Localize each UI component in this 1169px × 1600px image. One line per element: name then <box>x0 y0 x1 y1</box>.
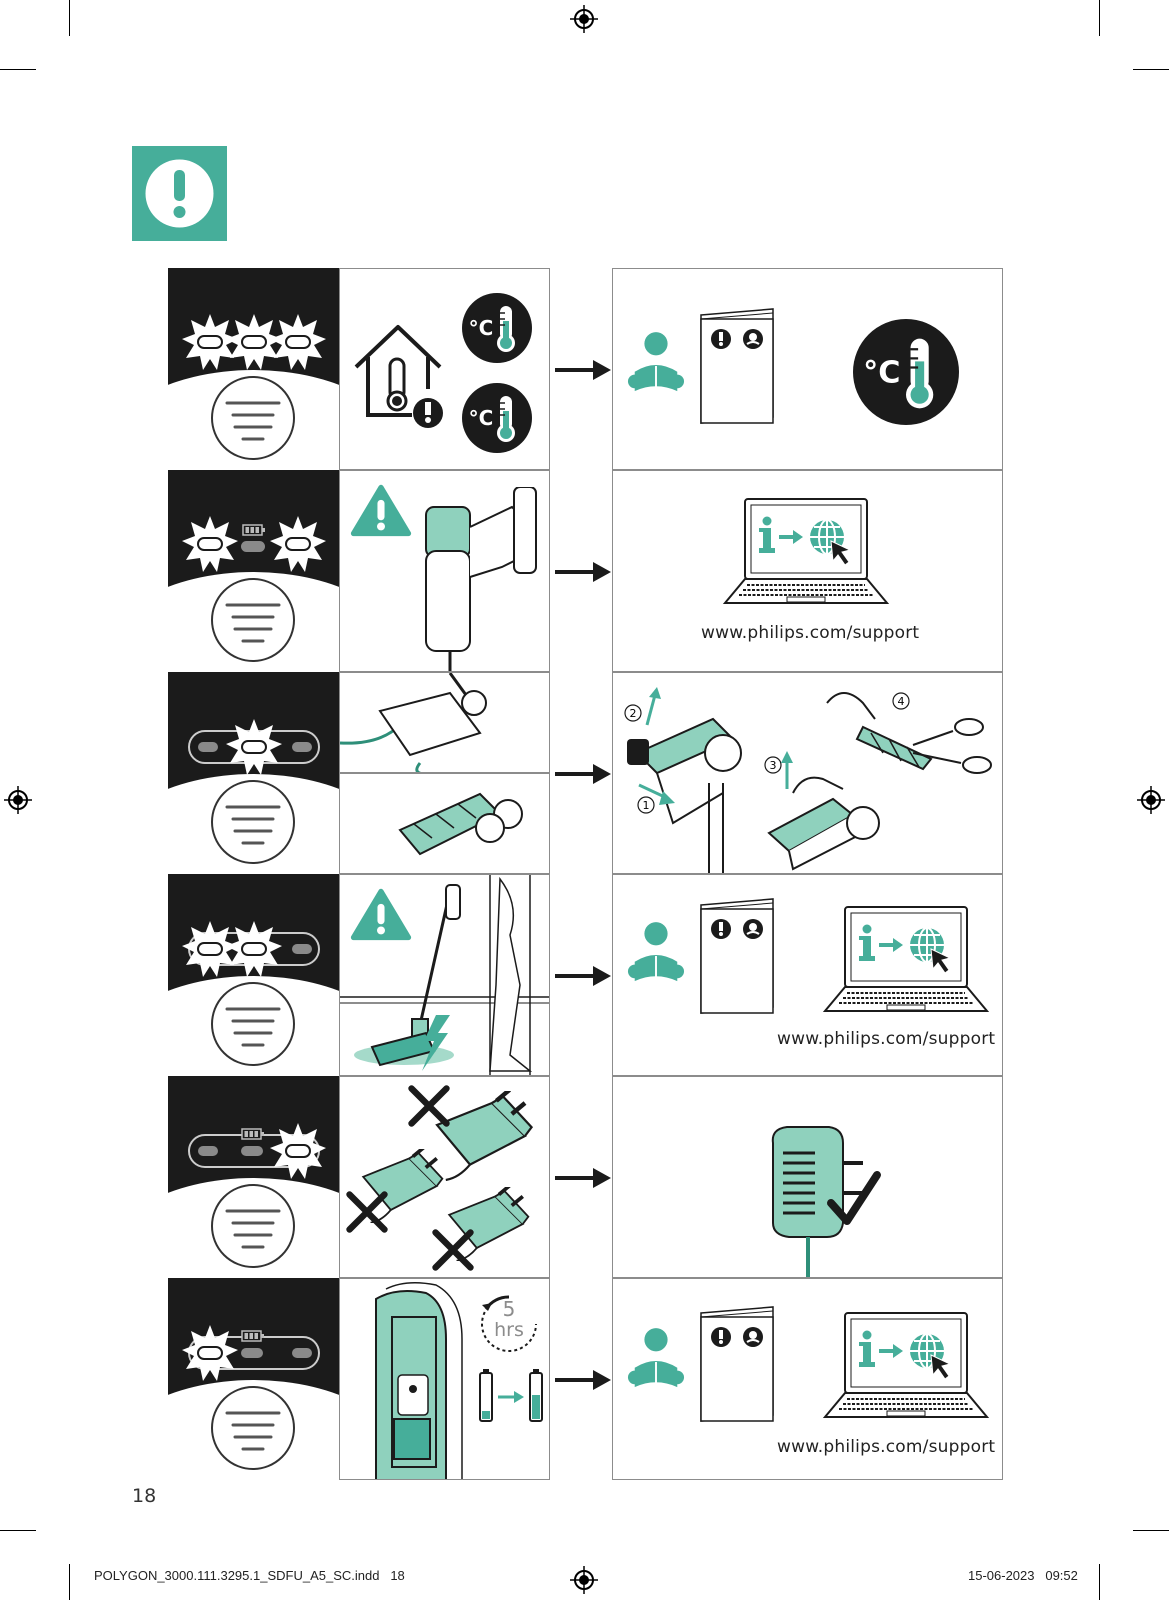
crop-mark <box>0 1530 36 1531</box>
svg-text:1: 1 <box>643 799 650 812</box>
svg-text:3: 3 <box>770 759 777 772</box>
footer-file-page: 18 <box>390 1568 405 1583</box>
solution-cell-row5 <box>612 1076 1003 1278</box>
crop-mark <box>1099 1564 1100 1600</box>
registration-mark-icon <box>570 5 598 33</box>
solution-cell-row1 <box>612 268 1003 470</box>
crop-mark <box>0 69 36 70</box>
thermometer-icon <box>462 293 532 363</box>
led-panel-row3 <box>168 672 339 874</box>
battery-icon <box>241 1128 265 1140</box>
arrow-right-icon <box>555 1368 611 1392</box>
cause-cell-row6: 5 hrs <box>339 1278 550 1480</box>
charge-time-number: 5 <box>502 1297 516 1321</box>
support-url[interactable]: www.philips.com/support <box>777 1437 996 1457</box>
online-support-laptop-icon <box>721 495 891 615</box>
registration-mark-icon <box>1137 786 1165 814</box>
footer-file-name: POLYGON_3000.111.3295.1_SDFU_A5_SC.indd … <box>94 1568 405 1583</box>
cause-cell-row4 <box>339 874 550 1076</box>
registration-mark-icon <box>570 1566 598 1594</box>
led-panel-row6 <box>168 1278 339 1480</box>
cross-icon <box>344 1189 390 1235</box>
support-url[interactable]: www.philips.com/support <box>701 623 920 643</box>
cause-cell-row5 <box>339 1076 550 1278</box>
footer-date-time: 15-06-2023 09:52 <box>968 1568 1078 1583</box>
led-panel-row2 <box>168 470 339 672</box>
page-number: 18 <box>132 1485 157 1507</box>
thermometer-icon <box>462 383 532 453</box>
booklet-icon <box>697 307 777 427</box>
arrow-right-icon <box>555 560 611 584</box>
led-panel-row5 <box>168 1076 339 1278</box>
vacuum-handheld-icon <box>425 487 537 671</box>
cause-cell-row2 <box>339 470 550 672</box>
svg-text:2: 2 <box>630 707 637 720</box>
arrow-right-icon <box>555 762 611 786</box>
online-support-laptop-icon <box>821 1309 991 1429</box>
crop-mark <box>69 1564 70 1600</box>
cause-cell-row3a <box>339 672 550 773</box>
registration-mark-icon <box>4 786 32 814</box>
warning-icon <box>132 146 227 241</box>
support-url[interactable]: www.philips.com/support <box>777 1029 996 1049</box>
house-thermometer-icon <box>354 325 443 428</box>
cross-icon <box>430 1227 476 1273</box>
led-panel-row1 <box>168 268 339 470</box>
solution-cell-row2: www.philips.com/support <box>612 470 1003 672</box>
read-manual-icon <box>627 1327 685 1395</box>
arrow-right-icon <box>555 1166 611 1190</box>
crop-mark <box>69 0 70 36</box>
charging-dock-icon <box>375 1282 463 1479</box>
led-panel-row4 <box>168 874 339 1076</box>
battery-charge-icon <box>479 1369 543 1422</box>
booklet-icon <box>697 1305 777 1425</box>
cause-cell-row1 <box>339 268 550 470</box>
charge-time-unit: hrs <box>494 1319 524 1341</box>
warning-triangle-icon <box>350 483 412 538</box>
read-manual-icon <box>627 921 685 989</box>
battery-icon <box>241 1330 265 1342</box>
thermometer-icon <box>853 319 959 425</box>
online-support-laptop-icon <box>821 903 991 1023</box>
arrow-right-icon <box>555 358 611 382</box>
cause-cell-row3b <box>339 773 550 874</box>
crop-mark <box>1133 69 1169 70</box>
solution-cell-row6: www.philips.com/support <box>612 1278 1003 1480</box>
solution-cell-row4: www.philips.com/support <box>612 874 1003 1076</box>
floor-nozzle-icon <box>340 673 487 772</box>
vacuuming-wet-floor-icon <box>340 875 549 1075</box>
cross-icon <box>406 1083 452 1129</box>
solution-cell-row3: 2 1 3 4 <box>612 672 1003 874</box>
read-manual-icon <box>627 331 685 399</box>
crop-mark <box>1099 0 1100 36</box>
clean-brush-roll-steps-icon: 2 1 3 4 <box>624 687 992 873</box>
booklet-icon <box>697 897 777 1017</box>
footer-file: POLYGON_3000.111.3295.1_SDFU_A5_SC.indd <box>94 1568 380 1583</box>
brush-roll-icon <box>398 792 523 856</box>
original-adapter-icon <box>771 1126 881 1277</box>
svg-text:4: 4 <box>898 695 905 708</box>
battery-icon <box>242 524 266 536</box>
arrow-right-icon <box>555 964 611 988</box>
crop-mark <box>1133 1530 1169 1531</box>
charge-time-icon <box>481 1295 537 1352</box>
